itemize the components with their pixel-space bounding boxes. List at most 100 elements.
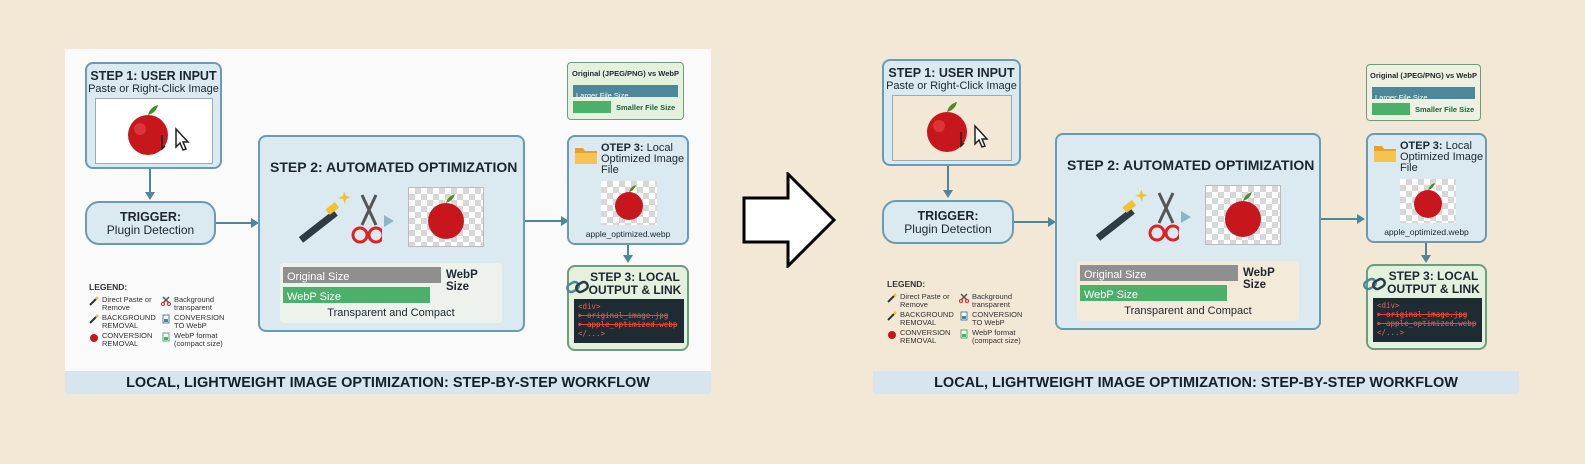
arrow-otep3-step3 — [1425, 243, 1427, 257]
otep3-box: OTEP 3: Local Optimized Image File apple… — [1366, 133, 1487, 243]
arrow-trigger-step2 — [216, 222, 253, 224]
arrow-head — [251, 218, 259, 228]
legend-text: transparent — [972, 300, 1010, 309]
otep3-filename: apple_optimized.webp — [1384, 227, 1469, 237]
file-icon — [960, 329, 968, 339]
apple-icon — [1414, 183, 1442, 218]
original-size-label: Original Size — [287, 271, 350, 283]
trigger-box: TRIGGER: Plugin Detection — [85, 201, 216, 245]
code-line: </...> — [578, 329, 606, 338]
step3-title-a: STEP 3: LOCAL — [1388, 269, 1479, 283]
magic-wand-icon — [89, 314, 99, 324]
folder-icon — [575, 148, 597, 164]
step3-title: STEP 3: LOCAL OUTPUT & LINK — [569, 271, 687, 297]
apple-icon — [927, 102, 989, 152]
scissors-icon — [959, 293, 969, 303]
step3-title-b: OUTPUT & LINK — [588, 283, 682, 297]
otep3-title-a: OTEP 3: — [601, 142, 644, 154]
otep3-title-c: Optimized Image — [1400, 151, 1484, 163]
legend-text: WebP format — [174, 331, 218, 340]
webp-side-label: WebP Size — [1243, 267, 1275, 291]
step1-subtitle: Paste or Right-Click Image — [88, 83, 219, 95]
apple-image — [95, 98, 213, 164]
optimized-apple-image — [601, 181, 657, 225]
step3-title-a: STEP 3: LOCAL — [590, 270, 680, 284]
step3-box: STEP 3: LOCAL OUTPUT & LINK <div> > orig… — [566, 265, 689, 351]
otep3-title-d: File — [1400, 162, 1418, 174]
larger-label: Larger File Size — [576, 91, 629, 100]
link-icon — [566, 280, 589, 294]
arrow-otep3-step3 — [627, 245, 629, 257]
legend-text: CONVERSION — [102, 331, 153, 340]
webp-size-bar: WebP Size — [283, 287, 430, 303]
larger-bar: Larger File Size — [573, 85, 678, 100]
legend-text: Remove — [900, 300, 928, 309]
code-line: <div> — [578, 302, 601, 311]
larger-bar: Larger File Size — [1372, 87, 1475, 102]
legend-item: WebP format(compact size) — [959, 329, 1021, 345]
magic-wand-icon — [1095, 189, 1179, 242]
magic-wand-icon — [298, 191, 382, 244]
webp-size-label: WebP Size — [287, 291, 342, 303]
legend-text: Remove — [102, 303, 130, 312]
arrow-head — [623, 255, 633, 263]
step2-caption: Transparent and Compact — [327, 307, 455, 319]
compare-title: Original (JPEG/PNG) vs WebP — [1370, 71, 1477, 80]
code-line: > original_image.jpg — [1377, 310, 1468, 319]
arrow-trigger-step2 — [1014, 221, 1050, 223]
arrow-step1-trigger — [947, 166, 949, 192]
legend-text: (compact size) — [972, 336, 1021, 345]
arrow-step1-trigger — [149, 169, 151, 194]
original-size-bar: Original Size — [283, 267, 441, 283]
legend-text: CONVERSION — [900, 328, 951, 337]
file-convert-icon — [960, 311, 968, 321]
webp-side-label: WebP Size — [446, 269, 478, 293]
legend-text: TO WebP — [972, 318, 1005, 327]
legend-heading: LEGEND: — [887, 279, 926, 289]
code-snippet: <div> > original_image.jpg > apple_optim… — [1373, 298, 1482, 342]
trigger-title: TRIGGER: — [917, 209, 979, 223]
step3-title-b: OUTPUT & LINK — [1387, 282, 1480, 296]
magic-wand-icon — [89, 296, 99, 306]
legend-text: Background — [972, 292, 1013, 301]
code-line: > original_image.jpg — [578, 311, 669, 320]
legend-text: (compact size) — [174, 339, 223, 348]
trigger-box: TRIGGER: Plugin Detection — [882, 200, 1014, 244]
arrow-head — [1357, 214, 1365, 224]
otep3-title: OTEP 3: Local Optimized Image File — [601, 143, 684, 176]
file-icon — [162, 332, 170, 342]
otep3-title-b: Local — [1445, 140, 1472, 152]
magic-wand-icon — [887, 293, 897, 303]
step2-title: STEP 2: AUTOMATED OPTIMIZATION — [1067, 157, 1315, 173]
folder-icon — [1374, 146, 1396, 162]
step2-box: STEP 2: AUTOMATED OPTIMIZATION Original … — [258, 135, 525, 332]
otep3-title-d: File — [601, 164, 619, 176]
otep3-filename: apple_optimized.webp — [585, 229, 671, 239]
code-line: > apple_optimized.webp — [578, 320, 678, 329]
step1-title: STEP 1: USER INPUT — [90, 69, 217, 83]
webp-size-bar: WebP Size — [1080, 285, 1227, 301]
step1-subtitle: Paste or Right-Click Image — [886, 80, 1017, 92]
legend-text: REMOVAL — [900, 336, 937, 345]
legend-text: TO WebP — [174, 321, 207, 330]
legend-text: BACKGROUND — [102, 313, 156, 322]
before-panel: STEP 1: USER INPUT Paste or Right-Click … — [65, 49, 711, 394]
smaller-label: Smaller File Size — [616, 103, 676, 112]
legend-item: WebP format(compact size) — [161, 332, 223, 348]
webp-size-label: WebP Size — [1084, 289, 1139, 301]
trigger-subtitle: Plugin Detection — [904, 222, 992, 236]
footer-title: LOCAL, LIGHTWEIGHT IMAGE OPTIMIZATION: S… — [873, 371, 1519, 394]
step3-title: STEP 3: LOCAL OUTPUT & LINK — [1368, 270, 1485, 296]
apple-icon — [428, 194, 464, 239]
legend-text: CONVERSION — [174, 313, 225, 322]
step2-box: STEP 2: AUTOMATED OPTIMIZATION Original … — [1055, 133, 1321, 330]
arrow-head — [561, 216, 569, 226]
optimized-apple-image — [1400, 179, 1456, 223]
otep3-title-c: Optimized Image — [601, 153, 685, 165]
